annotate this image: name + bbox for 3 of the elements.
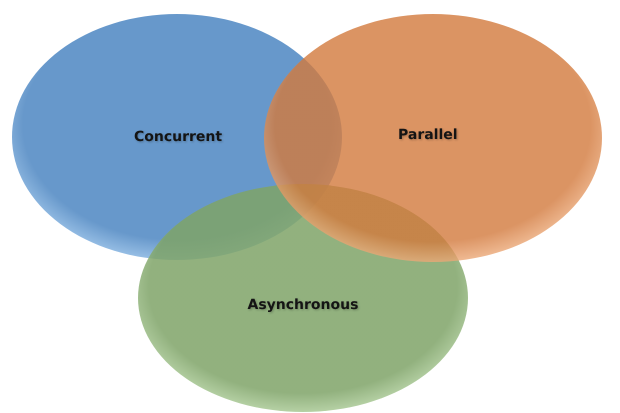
set-label: Parallel — [398, 127, 458, 143]
set-label: Concurrent — [134, 129, 222, 145]
set-label: Asynchronous — [248, 297, 358, 313]
